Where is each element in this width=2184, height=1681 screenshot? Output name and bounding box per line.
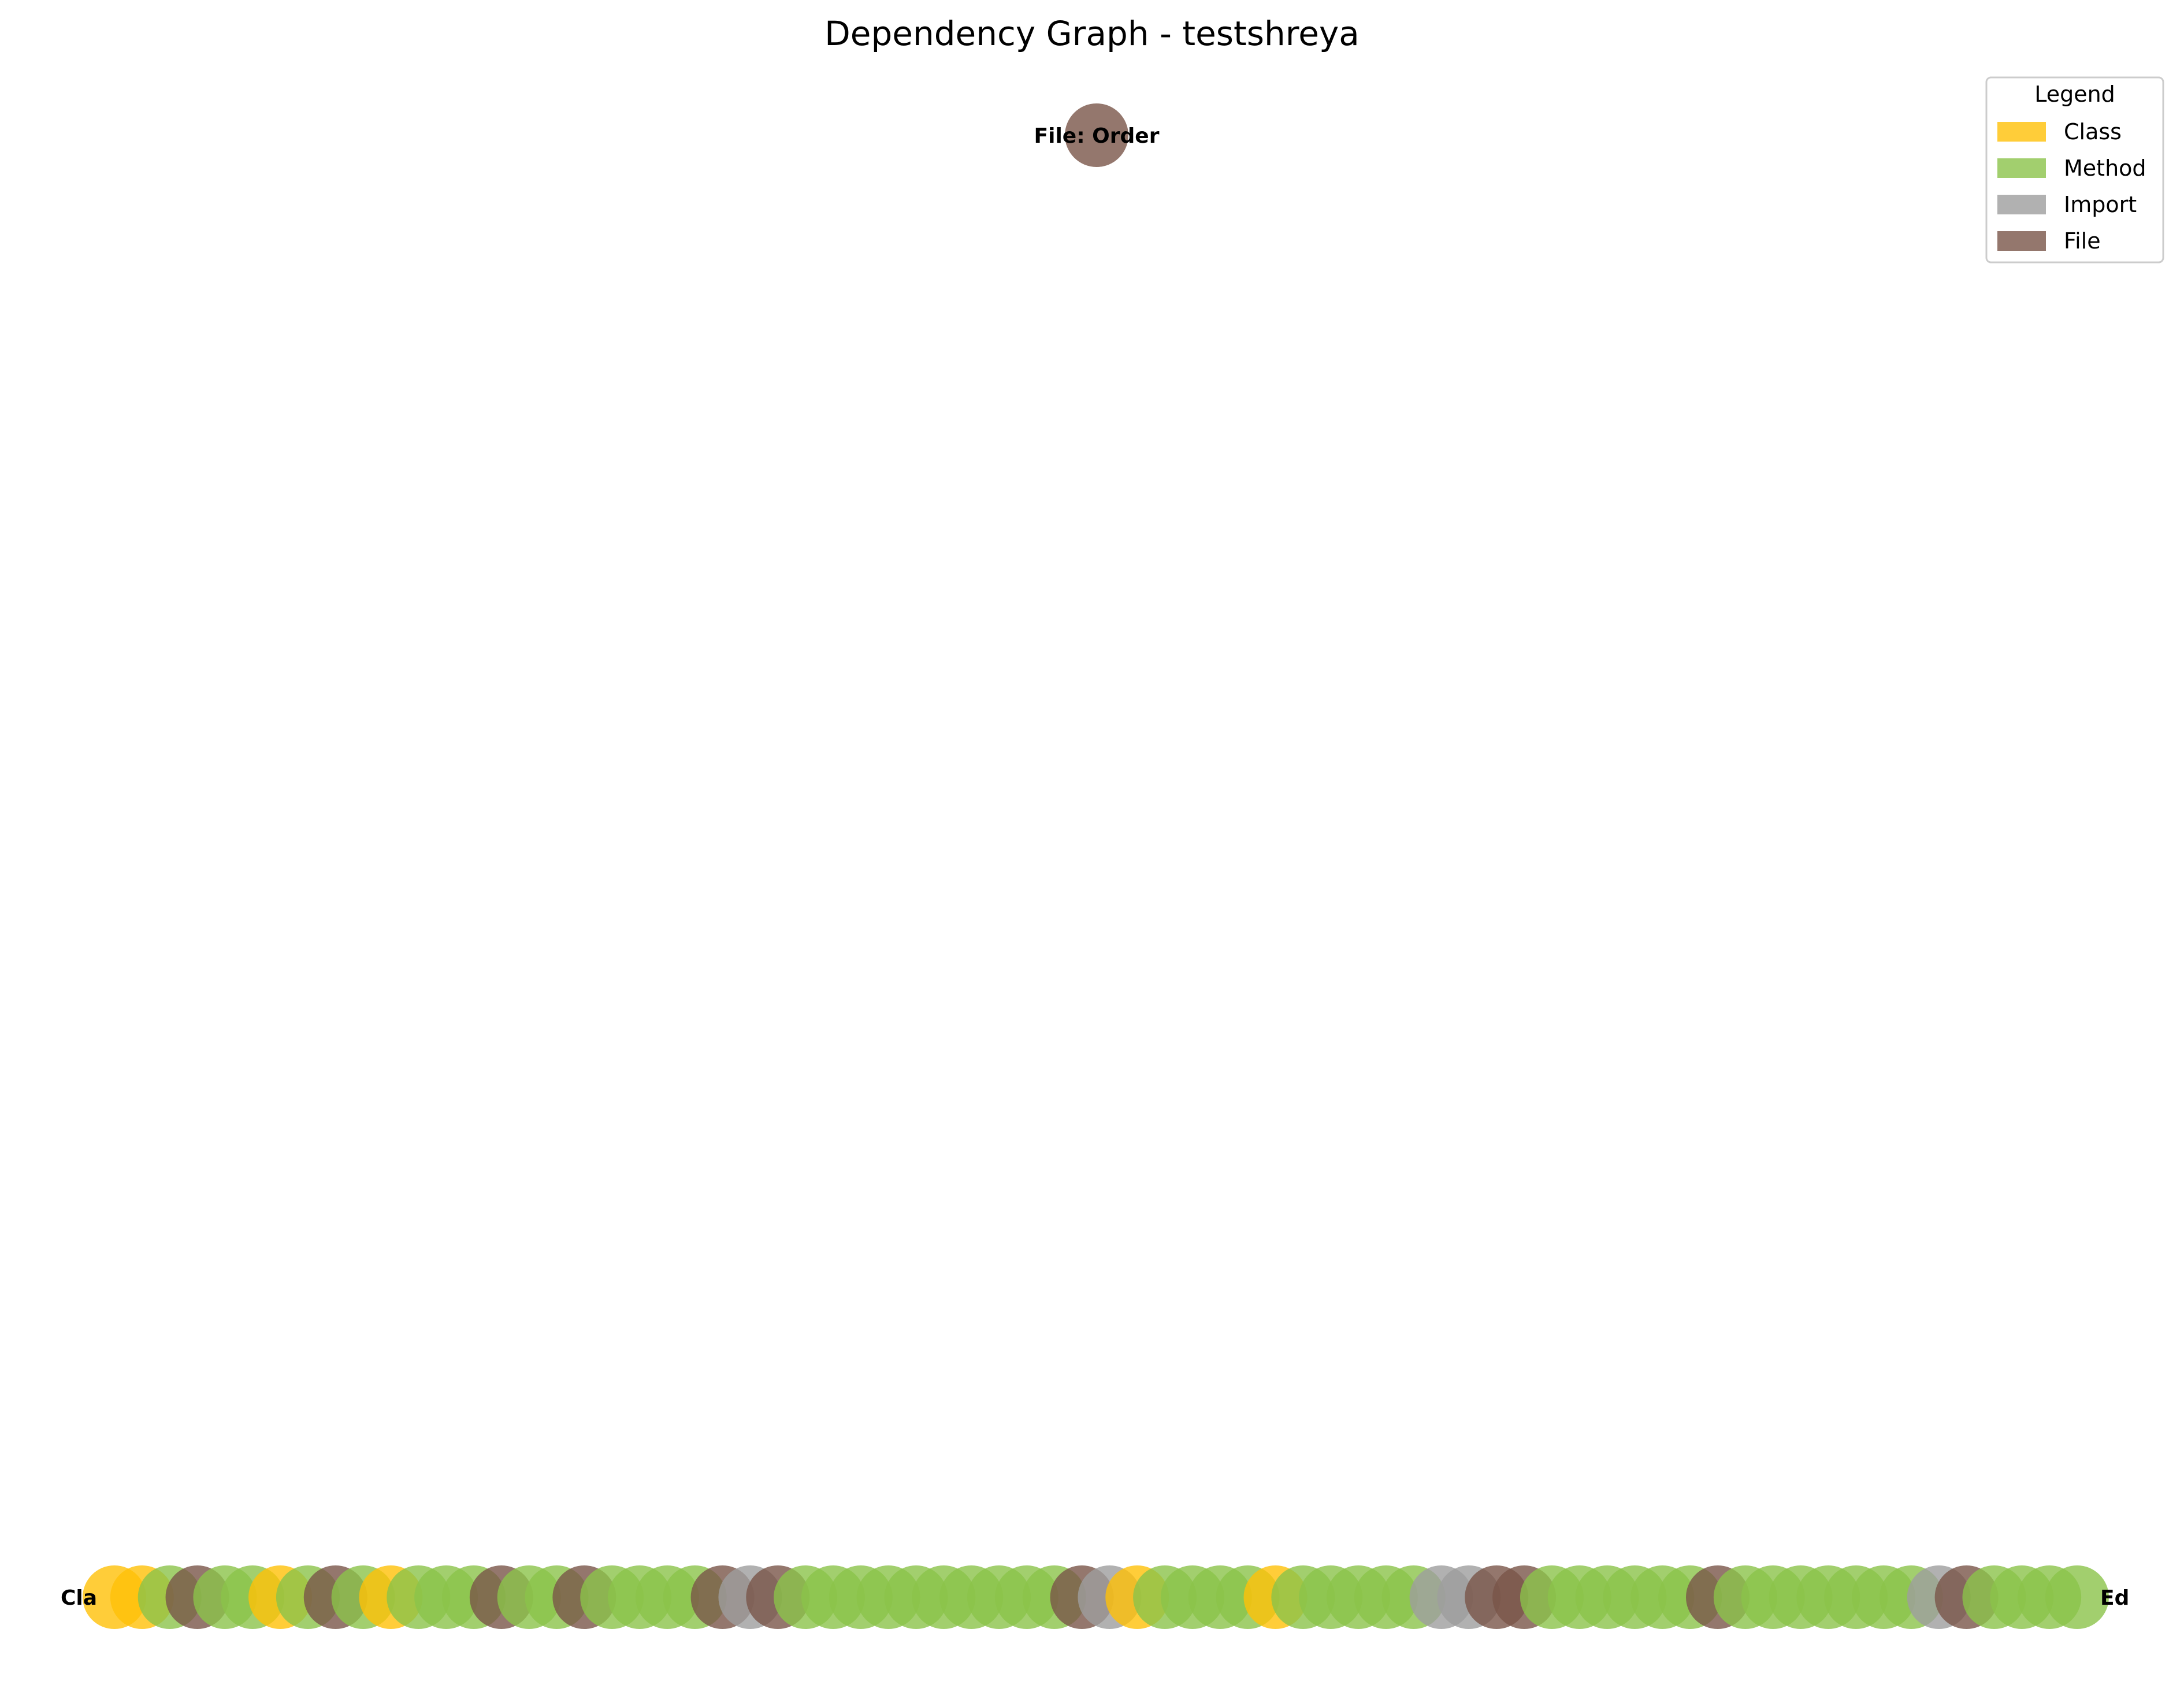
file-node-order-label: File: Order xyxy=(1034,124,1160,148)
legend-swatch-method xyxy=(1997,158,2046,178)
file-node-order xyxy=(1065,103,1128,167)
node-method xyxy=(2045,1565,2109,1629)
graph-title: Dependency Graph - testshreya xyxy=(824,14,1360,53)
legend-label-import: Import xyxy=(2064,192,2137,217)
row-node-label: Ed xyxy=(2100,1586,2129,1610)
row-node-label: Cla xyxy=(61,1586,97,1610)
legend-swatch-class xyxy=(1997,122,2046,142)
legend-label-method: Method xyxy=(2064,155,2146,181)
legend-label-file: File xyxy=(2064,228,2101,254)
legend-label-class: Class xyxy=(2064,119,2122,144)
legend-title: Legend xyxy=(2034,81,2115,107)
legend-swatch-import xyxy=(1997,195,2046,214)
legend-swatch-file xyxy=(1997,231,2046,251)
